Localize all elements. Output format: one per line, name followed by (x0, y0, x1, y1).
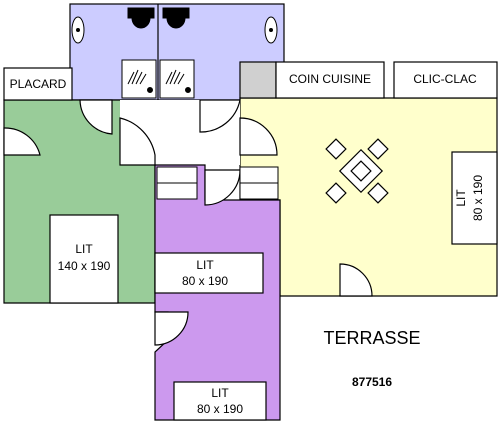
bed-purple-size: 80 x 190 (182, 274, 228, 288)
bed-bottom: LIT 80 x 190 (173, 381, 267, 421)
door-swing (119, 117, 156, 166)
bed-purple-label: LIT (196, 258, 214, 272)
closet-box (3, 67, 73, 101)
bed-double-label: LIT (75, 242, 93, 256)
door-swing (339, 263, 373, 297)
hallway-shelves (156, 166, 279, 200)
door-swing (79, 99, 113, 135)
room-fills (3, 3, 498, 421)
closet-label: PLACARD (10, 77, 67, 91)
sofa-bed-box (393, 61, 498, 99)
bed-double: LIT 140 x 190 (49, 214, 119, 304)
bed-living-room: LIT 80 x 190 (451, 151, 498, 245)
door-swing (3, 127, 41, 156)
bed-living-size: 80 x 190 (471, 175, 485, 221)
bed-bottom-label: LIT (211, 386, 229, 400)
bed-purple-room: LIT 80 x 190 (154, 252, 264, 294)
bathroom-fixtures (71, 7, 278, 99)
bed-living-label: LIT (454, 189, 468, 207)
door-swing (239, 117, 278, 156)
doors (3, 99, 373, 346)
toilet-icon (162, 7, 190, 29)
toilet-icon (127, 7, 155, 29)
dining-table-icon (325, 138, 389, 204)
door-swing (154, 311, 189, 346)
kitchen-corner (239, 61, 277, 99)
kitchenette-box (275, 61, 385, 99)
kitchenette-label: COIN CUISINE (289, 72, 371, 86)
sofa-bed-label: CLIC-CLAC (413, 72, 477, 86)
door-swing (199, 99, 241, 133)
bed-bottom-size: 80 x 190 (197, 402, 243, 416)
reference-number: 877516 (352, 375, 392, 389)
bed-double-size: 140 x 190 (58, 259, 111, 273)
terrace-label: TERRASSE (323, 328, 420, 348)
